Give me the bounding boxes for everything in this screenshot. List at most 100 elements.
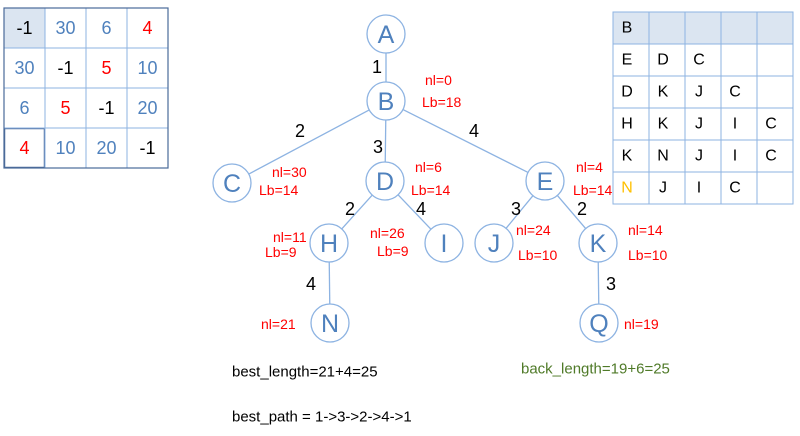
matrix-cell: 10: [55, 138, 75, 158]
stack-cell: D: [621, 84, 633, 101]
node-label: I: [441, 230, 448, 258]
node-label: J: [488, 230, 501, 258]
matrix-cell: 20: [96, 138, 116, 158]
stack-cell: B: [622, 20, 633, 37]
nl-annotation-C: nl=30: [272, 164, 307, 180]
lb-annotation-C: Lb=14: [259, 182, 299, 198]
tree-node-H: H: [309, 223, 349, 263]
stack-cell: C: [729, 84, 741, 101]
tree-node-K: K: [578, 223, 618, 263]
edge-D-H: [341, 194, 373, 230]
matrix-cell: 10: [137, 58, 157, 78]
matrix-cell: 30: [14, 58, 34, 78]
back-length-text: back_length=19+6=25: [521, 361, 670, 378]
stack-cell: C: [729, 180, 741, 197]
edge-B-E: [402, 108, 529, 174]
stack-cell: J: [659, 180, 667, 197]
matrix-cell: 4: [142, 18, 152, 38]
lb-annotation-B: Lb=18: [422, 94, 462, 110]
node-label: H: [320, 230, 338, 258]
tree-node-D: D: [365, 161, 405, 201]
edge-weight: 3: [373, 137, 383, 157]
stack-cell: J: [695, 84, 703, 101]
tree-node-C: C: [212, 163, 252, 203]
stack-cell: C: [693, 52, 705, 69]
tree-node-J: J: [474, 223, 514, 263]
matrix-cell: -1: [139, 138, 155, 158]
edge-B-C: [248, 109, 370, 175]
matrix-cell: 6: [19, 98, 29, 118]
stack-cell: I: [733, 148, 737, 165]
edge-weight: 4: [416, 199, 426, 219]
node-label: B: [378, 88, 395, 116]
edge-weight: 1: [372, 57, 382, 77]
stack-cell: K: [658, 116, 669, 133]
nl-annotation-E: nl=4: [576, 159, 603, 175]
stack-cell: J: [695, 116, 703, 133]
matrix-cell: 5: [60, 98, 70, 118]
stack-cell: C: [765, 148, 777, 165]
node-label: N: [321, 310, 339, 338]
stack-cell: K: [622, 148, 633, 165]
edge-weight: 2: [345, 199, 355, 219]
matrix-cell: 20: [137, 98, 157, 118]
stack-cell: H: [621, 116, 633, 133]
matrix-cell: 4: [19, 138, 29, 158]
stack-cell: E: [622, 52, 633, 69]
edge-E-J: [505, 195, 534, 229]
stack-cell: N: [621, 180, 633, 197]
nl-annotation-K: nl=14: [628, 222, 663, 238]
tree-node-A: A: [366, 14, 406, 54]
stack-cell: D: [657, 52, 669, 69]
stack-cell: N: [657, 148, 669, 165]
matrix-cell: 6: [101, 18, 111, 38]
node-label: D: [376, 168, 394, 196]
lb-annotation-J: Lb=10: [518, 247, 558, 263]
matrix-cell: -1: [98, 98, 114, 118]
edge-B-D: [384, 119, 387, 163]
nl-annotation-B: nl=0: [425, 72, 452, 88]
nl-annotation-D: nl=6: [415, 159, 442, 175]
stack-cell: C: [765, 116, 777, 133]
node-label: E: [537, 168, 554, 196]
nl-annotation-I: nl=26: [370, 225, 405, 241]
node-label: K: [590, 230, 607, 258]
stack-cell: J: [695, 148, 703, 165]
stack-cell: I: [733, 116, 737, 133]
edge-weight: 3: [606, 274, 616, 294]
nl-annotation-Q: nl=19: [624, 316, 659, 332]
matrix-cell: 30: [55, 18, 75, 38]
edge-H-N: [328, 261, 331, 305]
node-label: A: [378, 21, 395, 49]
tree-edges: [248, 53, 600, 305]
tree-node-B: B: [366, 81, 406, 121]
edge-weight: 2: [577, 199, 587, 219]
edge-weight: 3: [511, 199, 521, 219]
edge-weight: 4: [469, 121, 479, 141]
matrix-cell: 5: [101, 58, 111, 78]
edge-weight: 4: [306, 274, 316, 294]
tree-nodes: A B C D E H I J K N Q: [212, 14, 619, 343]
lb-annotation-E: Lb=14: [573, 182, 613, 198]
lb-annotation-K: Lb=10: [628, 247, 668, 263]
matrix-cell: -1: [16, 18, 32, 38]
lb-annotation-H: Lb=9: [265, 244, 297, 260]
best-path-text: best_path = 1->3->2->4->1: [232, 409, 412, 426]
nl-annotation-H: nl=11: [273, 229, 307, 245]
edge-D-I: [397, 194, 432, 230]
tree-node-N: N: [310, 303, 350, 343]
edge-E-K: [556, 195, 587, 229]
stack-cell: I: [697, 180, 701, 197]
lb-annotation-D: Lb=14: [411, 182, 451, 198]
nl-annotation-J: nl=24: [516, 222, 551, 238]
lb-annotation-I: Lb=9: [377, 243, 409, 259]
matrix-cell: -1: [57, 58, 73, 78]
tree-node-Q: Q: [579, 303, 619, 343]
node-label: C: [223, 170, 241, 198]
distance-matrix: -1 30 6 4 30 -1 5 10 6 5 -1 20 4 10 20 -1: [3, 7, 169, 169]
edge-K-Q: [597, 261, 600, 305]
